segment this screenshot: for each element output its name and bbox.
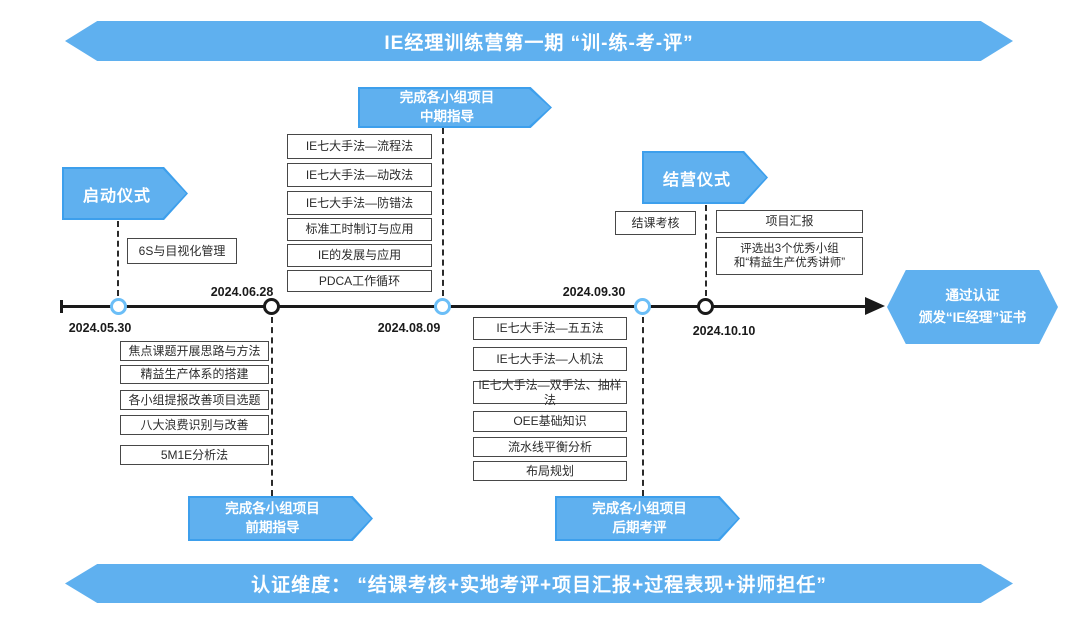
timeline-date: 2024.10.10	[692, 324, 756, 338]
course-box: IE的发展与应用	[287, 244, 432, 267]
course-box: PDCA工作循环	[287, 270, 432, 292]
award-selection-box: 评选出3个优秀小组 和“精益生产优秀讲师”	[716, 237, 863, 275]
timeline-node	[110, 298, 127, 315]
course-box: 八大浪费识别与改善	[120, 415, 269, 435]
course-box: 焦点课题开展思路与方法	[120, 341, 269, 361]
timeline-node	[434, 298, 451, 315]
course-box: IE七大手法—动改法	[287, 163, 432, 187]
milestone-closing-label: 结营仪式	[662, 171, 731, 189]
certificate-line1: 通过认证	[945, 288, 1000, 304]
award-line1: 评选出3个优秀小组	[740, 242, 839, 255]
timeline-node	[263, 298, 280, 315]
timeline-arrowhead-icon	[865, 297, 885, 315]
course-box: IE七大手法—流程法	[287, 134, 432, 159]
timeline-date: 2024.09.30	[562, 285, 626, 299]
course-box: IE七大手法—五五法	[473, 317, 627, 340]
course-box: IE七大手法—防错法	[287, 191, 432, 215]
certificate-line2: 颁发“IE经理”证书	[918, 310, 1027, 325]
program-title: IE经理训练营第一期 “训-练-考-评”	[384, 32, 694, 54]
milestone-launch-label: 启动仪式	[82, 187, 151, 205]
project-report-box: 项目汇报	[716, 210, 863, 233]
timeline-node	[634, 298, 651, 315]
connector-line	[705, 205, 707, 296]
milestone-early-line1: 完成各小组项目	[225, 501, 320, 517]
timeline-node	[697, 298, 714, 315]
milestone-early-line2: 前期指导	[245, 519, 300, 535]
timeline-date: 2024.08.09	[377, 321, 441, 335]
milestone-early-guidance-banner: 完成各小组项目 前期指导	[188, 496, 373, 541]
milestone-late-line1: 完成各小组项目	[592, 501, 687, 517]
milestone-mid-line2: 中期指导	[420, 108, 474, 124]
program-title-banner: IE经理训练营第一期 “训-练-考-评”	[65, 21, 1013, 61]
milestone-mid-line1: 完成各小组项目	[399, 90, 495, 106]
course-box: IE七大手法—人机法	[473, 347, 627, 371]
course-box: 各小组提报改善项目选题	[120, 390, 269, 410]
award-line2: 和“精益生产优秀讲师”	[733, 257, 846, 269]
certificate-hexagon: 通过认证 颁发“IE经理”证书	[887, 270, 1058, 344]
certification-dimensions-banner: 认证维度： “结课考核+实地考评+项目汇报+过程表现+讲师担任”	[65, 564, 1013, 603]
course-box: 布局规划	[473, 461, 627, 481]
course-box: 6S与目视化管理	[127, 238, 237, 264]
connector-line	[442, 128, 444, 296]
timeline-date: 2024.06.28	[210, 285, 274, 299]
course-box: OEE基础知识	[473, 411, 627, 432]
course-box: 流水线平衡分析	[473, 437, 627, 457]
milestone-mid-guidance-banner: 完成各小组项目 中期指导	[358, 87, 552, 128]
milestone-late-line2: 后期考评	[612, 519, 667, 535]
milestone-late-review-banner: 完成各小组项目 后期考评	[555, 496, 740, 541]
connector-line	[271, 317, 273, 496]
connector-line	[117, 221, 119, 296]
course-box: 5M1E分析法	[120, 445, 269, 465]
course-box: 精益生产体系的搭建	[120, 365, 269, 384]
course-box: 标准工时制订与应用	[287, 218, 432, 241]
final-exam-box: 结课考核	[615, 211, 696, 235]
certification-dimensions-text: 认证维度： “结课考核+实地考评+项目汇报+过程表现+讲师担任”	[251, 575, 827, 596]
milestone-launch-banner: 启动仪式	[62, 167, 188, 220]
connector-line	[642, 317, 644, 496]
timeline-axis	[60, 305, 866, 308]
course-box: IE七大手法—双手法、抽样法	[473, 378, 627, 407]
milestone-closing-banner: 结营仪式	[642, 151, 768, 204]
timeline-date: 2024.05.30	[68, 321, 132, 335]
